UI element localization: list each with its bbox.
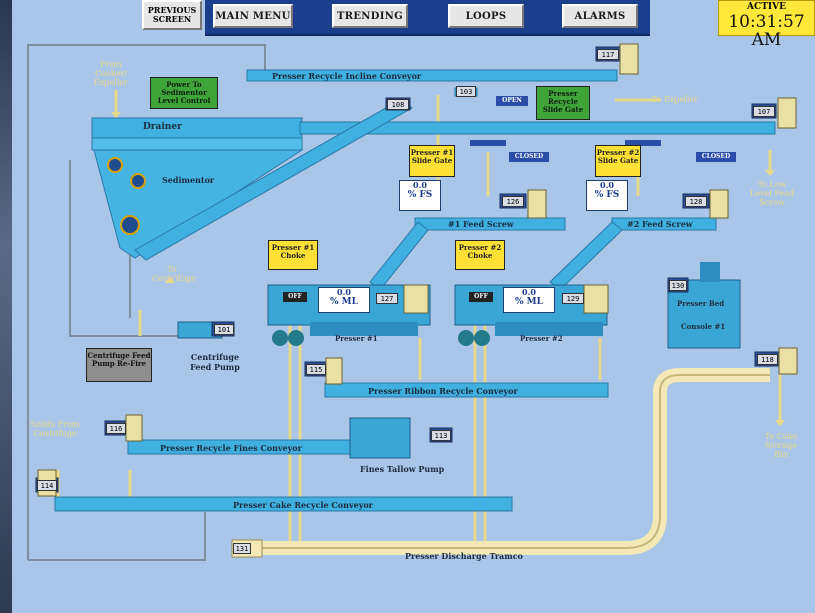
tag-116[interactable]: 116 [106, 423, 126, 434]
alarms-button[interactable]: ALARMS [562, 4, 638, 28]
main-menu-button[interactable]: MAIN MENU [213, 4, 293, 28]
presser-1-unit: % ML [330, 297, 358, 307]
tag-129[interactable]: 129 [562, 293, 584, 304]
gate-2-closed-status[interactable]: CLOSED [696, 152, 736, 162]
console-label: Console #1 [681, 322, 726, 331]
nav-bar: MAIN MENU TRENDING LOOPS ALARMS [205, 0, 650, 36]
presser-1-value: 0.0 [337, 287, 351, 297]
gate-1-value: 0.0 [413, 180, 427, 190]
presser-2-readout[interactable]: 0.0 % ML [503, 287, 555, 313]
to-low-level-label: To Low Level Feed Screw [749, 180, 795, 207]
presser-2-value: 0.0 [522, 287, 536, 297]
loops-button[interactable]: LOOPS [448, 4, 524, 28]
tag-103[interactable]: 103 [456, 86, 476, 97]
choke-1-note[interactable]: Presser #1 Choke [268, 240, 318, 270]
gate-2-readout[interactable]: 0.0 % FS [586, 180, 628, 211]
power-sedimentor-note[interactable]: Power To Sedimentor Level Control [150, 77, 218, 109]
recycle-gate-open-status[interactable]: OPEN [496, 96, 528, 106]
cake-conveyor-label: Presser Cake Recycle Conveyor [233, 500, 373, 510]
trending-button[interactable]: TRENDING [332, 4, 408, 28]
feed-screw-2-label: #2 Feed Screw [627, 219, 693, 229]
gate-1-unit: % FS [407, 190, 433, 200]
feed-screw-1-label: #1 Feed Screw [448, 219, 514, 229]
time-display: 10:31:57 AM [728, 12, 805, 50]
tag-115[interactable]: 115 [306, 364, 326, 375]
tag-108[interactable]: 108 [387, 99, 409, 110]
presser-1-label: Presser #1 [335, 334, 378, 343]
presser-bed-label: Presser Bed [677, 299, 725, 308]
to-expeller-label: To Expeller [652, 95, 698, 104]
presser-2-off-status[interactable]: OFF [469, 292, 493, 302]
gate-1-note[interactable]: Presser #1 Slide Gate [409, 145, 455, 177]
window-edge [0, 0, 12, 613]
ribbon-conveyor-label: Presser Ribbon Recycle Conveyor [368, 386, 518, 396]
recycle-slide-gate-note[interactable]: Presser Recycle Slide Gate [536, 86, 590, 120]
presser-1-readout[interactable]: 0.0 % ML [318, 287, 370, 313]
tag-131[interactable]: 131 [233, 543, 251, 554]
solids-from-centrifuge-label: Solids From Centrifuge [30, 420, 80, 438]
previous-screen-button[interactable]: PREVIOUS SCREEN [142, 0, 202, 30]
tag-126[interactable]: 126 [502, 196, 524, 207]
presser-2-label: Presser #2 [520, 334, 563, 343]
tag-101[interactable]: 101 [214, 324, 234, 335]
incline-conveyor-label: Presser Recycle Incline Conveyor [272, 71, 422, 81]
centrifuge-pump-label: Centrifuge Feed Pump [190, 352, 240, 372]
choke-2-note[interactable]: Presser #2 Choke [455, 240, 505, 270]
gate-2-value: 0.0 [600, 180, 614, 190]
gate-2-note[interactable]: Presser #2 Slide Gate [595, 145, 641, 177]
drainer-label: Drainer [143, 122, 182, 132]
tag-127[interactable]: 127 [376, 293, 398, 304]
sedimentor-label: Sedimentor [162, 175, 215, 185]
presser-1-off-status[interactable]: OFF [283, 292, 307, 302]
from-cooker-label: From Cooker/ Expeller [94, 60, 128, 87]
to-cake-storage-label: To Cake Storage Bin [764, 432, 798, 459]
tag-130[interactable]: 130 [669, 280, 687, 291]
gate-1-closed-status[interactable]: CLOSED [509, 152, 549, 162]
mode-label: ACTIVE [747, 2, 786, 12]
tag-118[interactable]: 118 [757, 354, 778, 365]
to-centrifuge-label: To Centrifuge [152, 265, 196, 283]
discharge-tramco-label: Presser Discharge Tramco [405, 551, 523, 561]
centrifuge-pump-note[interactable]: Centrifuge Feed Pump Re-Fire [86, 348, 152, 382]
tag-114[interactable]: 114 [37, 480, 57, 491]
tag-128[interactable]: 128 [685, 196, 707, 207]
gate-1-readout[interactable]: 0.0 % FS [399, 180, 441, 211]
tag-107[interactable]: 107 [753, 106, 775, 117]
fines-conveyor-label: Presser Recycle Fines Conveyor [160, 443, 302, 453]
tag-113[interactable]: 113 [431, 430, 451, 441]
status-clock: ACTIVE 10:31:57 AM [718, 0, 815, 49]
tag-117[interactable]: 117 [597, 49, 619, 60]
presser-2-unit: % ML [515, 297, 543, 307]
fines-tallow-pump-label: Fines Tallow Pump [360, 464, 445, 474]
gate-2-unit: % FS [594, 190, 620, 200]
